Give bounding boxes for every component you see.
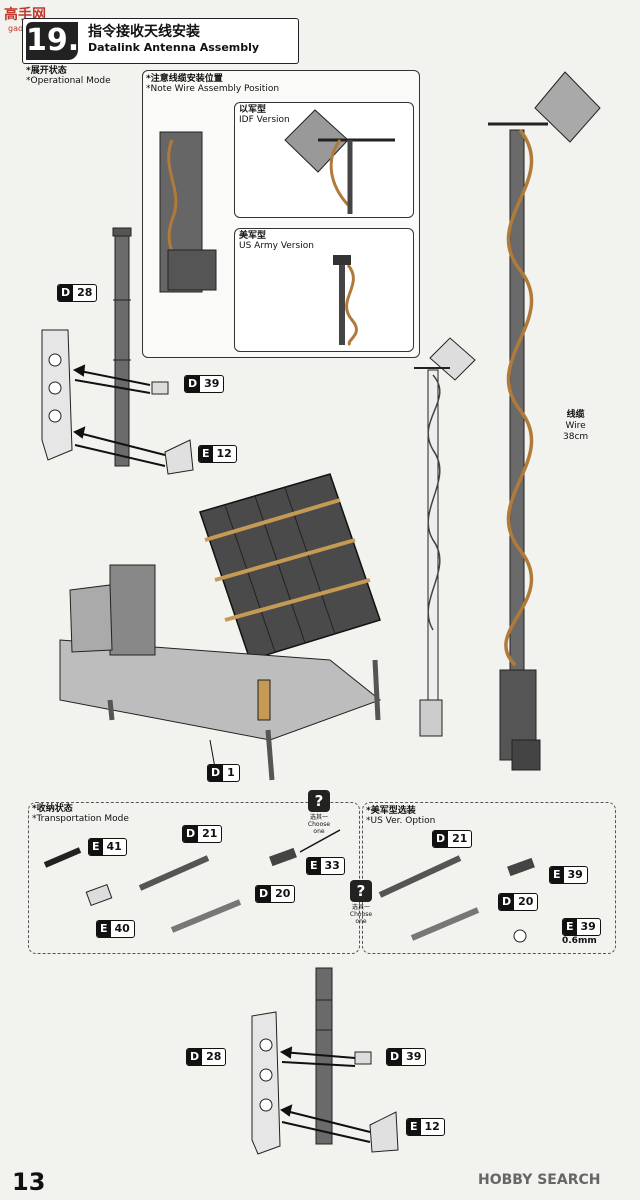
us-option-label-cn: *美军型选装 (366, 806, 416, 816)
question-icon: ? (308, 790, 330, 812)
usarmy-antenna-detail (333, 255, 358, 347)
wire-label-en: Wire (565, 421, 586, 431)
transport-label-cn: *收纳状态 (32, 804, 73, 814)
transport-panel (28, 802, 360, 954)
usarmy-panel (234, 228, 414, 352)
bracket-d28-top (41, 329, 73, 461)
mast-pole-bottom (251, 967, 399, 1155)
question-icon: ? (350, 880, 372, 902)
step-number: 19. (26, 22, 80, 60)
wire-length: 38cm (563, 432, 589, 442)
step-title-cn: 指令接收天线安装 (88, 24, 200, 40)
assembly-arrows-bottom (279, 1046, 371, 1143)
usarmy-label-en: US Army Version (239, 241, 314, 251)
idf-label-cn: 以军型 (239, 105, 267, 115)
note-label-cn: *注意线缆安装位置 (146, 74, 223, 84)
wire-label-cn: 线缆 (566, 410, 585, 420)
idf-antenna-detail (284, 109, 395, 214)
step-title-en: Datalink Antenna Assembly (88, 41, 260, 54)
usarmy-label-cn: 美军型 (239, 231, 267, 241)
note-label-en: *Note Wire Assembly Position (146, 84, 280, 94)
operational-label-en: *Operational Mode (26, 76, 111, 86)
clip-d39-top (151, 381, 169, 395)
clamp-e12-top (164, 439, 194, 475)
brand-logo: HOBBY SEARCH (478, 1172, 601, 1188)
us-option-parts (378, 855, 535, 943)
idf-label-en: IDF Version (239, 115, 290, 125)
note-wire-detail (159, 131, 217, 293)
wire-size: 0.6mm (562, 936, 597, 946)
transport-label-en: *Transportation Mode (32, 814, 129, 824)
wire-note: 线缆 Wire 38cm (563, 410, 588, 443)
launcher-vehicle (59, 473, 382, 781)
mast-pole-top (112, 227, 132, 467)
operational-label-cn: *展开状态 (26, 66, 67, 76)
us-option-label-en: *US Ver. Option (366, 816, 436, 826)
assembly-arrows-top (72, 364, 166, 467)
tall-antenna-mast (488, 71, 601, 771)
mid-antenna-mast (414, 337, 476, 737)
page-number: 13 (12, 1168, 46, 1196)
us-option-panel (362, 802, 616, 954)
transport-parts (43, 829, 341, 933)
